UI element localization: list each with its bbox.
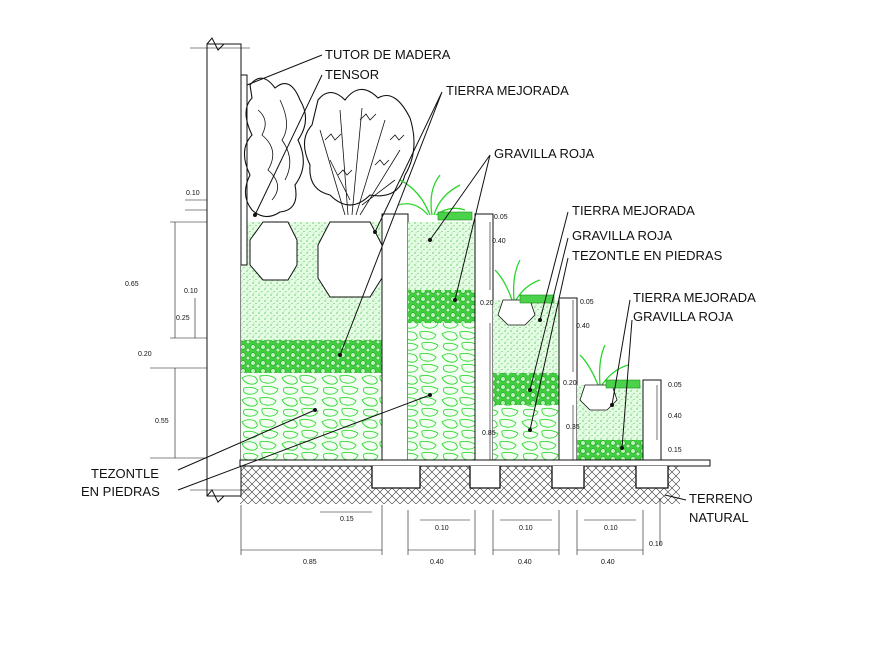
label-gravilla-1: GRAVILLA ROJA bbox=[494, 146, 595, 161]
rootball-1 bbox=[249, 221, 298, 281]
shrub-left bbox=[243, 77, 307, 218]
label-tezontle-left-1: TEZONTLE bbox=[91, 466, 159, 481]
planter-wall-2 bbox=[381, 213, 409, 464]
dim-s3-020: 0.20 bbox=[563, 380, 577, 387]
dim-010-b2: 0.10 bbox=[519, 525, 533, 532]
dim-015-bottom: 0.15 bbox=[340, 516, 354, 523]
dim-s4-040: 0.40 bbox=[668, 413, 682, 420]
label-tierra-3: TIERRA MEJORADA bbox=[633, 290, 756, 305]
label-terreno-1: TERRENO bbox=[689, 491, 753, 506]
planter3-tezontle bbox=[493, 405, 559, 463]
label-tezontle-left-2: EN PIEDRAS bbox=[81, 484, 160, 499]
planter2-gravel bbox=[408, 290, 475, 323]
dim-s2-020: 0.20 bbox=[480, 300, 494, 307]
dim-010-right: 0.10 bbox=[649, 541, 663, 548]
dim-025: 0.25 bbox=[176, 315, 190, 322]
planter3-gravel bbox=[493, 373, 559, 405]
dim-s3-040: 0.40 bbox=[576, 323, 590, 330]
dim-s4-015: 0.15 bbox=[668, 447, 682, 454]
label-tutor: TUTOR DE MADERA bbox=[325, 47, 451, 62]
dim-s2-040: 0.40 bbox=[492, 238, 506, 245]
label-terreno-2: NATURAL bbox=[689, 510, 749, 525]
dim-085-bottom: 0.85 bbox=[303, 559, 317, 566]
label-gravilla-2: GRAVILLA ROJA bbox=[572, 228, 673, 243]
base-slab bbox=[239, 459, 711, 467]
dim-s2-085: 0.85 bbox=[482, 430, 496, 437]
plant-3 bbox=[494, 259, 541, 301]
break-line-top bbox=[206, 37, 225, 51]
break-line-bottom bbox=[206, 489, 225, 503]
label-gravilla-3: GRAVILLA ROJA bbox=[633, 309, 734, 324]
dim-s3-005: 0.05 bbox=[580, 299, 594, 306]
dim-s4-005: 0.05 bbox=[668, 382, 682, 389]
dim-055: 0.55 bbox=[155, 418, 169, 425]
label-tierra-2: TIERRA MEJORADA bbox=[572, 203, 695, 218]
dim-010-b1: 0.10 bbox=[435, 525, 449, 532]
plant-4 bbox=[579, 344, 629, 386]
planter2-soil bbox=[408, 222, 475, 290]
plant-2 bbox=[397, 174, 466, 216]
label-tensor: TENSOR bbox=[325, 67, 379, 82]
rootball-2 bbox=[317, 221, 383, 298]
dim-s3-035: 0.35 bbox=[566, 424, 580, 431]
dim-010-mid: 0.10 bbox=[184, 288, 198, 295]
label-tierra-1: TIERRA MEJORADA bbox=[446, 83, 569, 98]
planter1-gravel bbox=[241, 340, 382, 373]
dim-010-top: 0.10 bbox=[186, 190, 200, 197]
dim-s2-005: 0.05 bbox=[494, 214, 508, 221]
dim-010-b3: 0.10 bbox=[604, 525, 618, 532]
label-tezontle-2: TEZONTLE EN PIEDRAS bbox=[572, 248, 723, 263]
natural-ground-hatch bbox=[240, 466, 680, 504]
footings bbox=[371, 466, 669, 489]
dim-040-b1: 0.40 bbox=[430, 559, 444, 566]
planter2-tezontle bbox=[408, 323, 475, 463]
dim-065: 0.65 bbox=[125, 281, 139, 288]
planter1-tezontle bbox=[241, 373, 382, 463]
dim-040-b2: 0.40 bbox=[518, 559, 532, 566]
dim-040-b3: 0.40 bbox=[601, 559, 615, 566]
main-wall bbox=[206, 43, 242, 497]
wood-stake bbox=[240, 74, 248, 266]
shrub-right bbox=[303, 88, 415, 206]
planter-wall-5 bbox=[642, 379, 662, 464]
planter4-gravel bbox=[577, 440, 643, 463]
dim-020-left: 0.20 bbox=[138, 351, 152, 358]
